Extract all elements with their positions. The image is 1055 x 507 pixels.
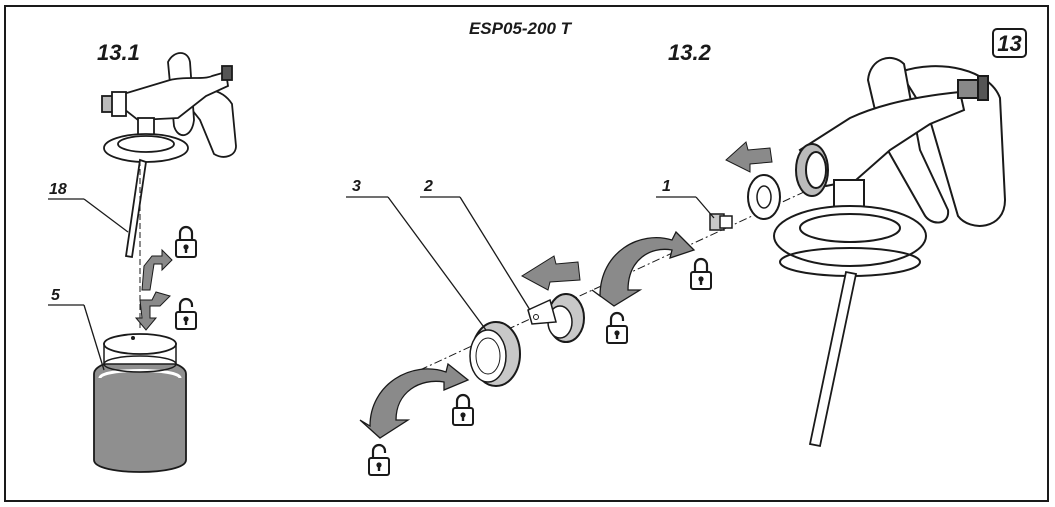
retaining-nut [469, 321, 521, 387]
figure-number: 13 [997, 31, 1021, 56]
callout-3: 3 [352, 178, 361, 195]
unlock-icon-nozzle [605, 311, 629, 345]
seal-ring [747, 174, 781, 220]
unlock-icon [174, 297, 198, 331]
diagram-title: ESP05-200 T [469, 19, 573, 38]
small-spray-gun [101, 52, 237, 163]
figure-number-badge: 13 [992, 28, 1027, 58]
turn-lock-arrow [141, 248, 173, 291]
unlock-icon-nut [367, 443, 391, 477]
callout-2: 2 [423, 178, 433, 195]
air-cap [527, 293, 585, 343]
lock-icon [174, 225, 198, 259]
suction-tube [124, 158, 148, 259]
remove-direction-arrow-mid [521, 255, 581, 291]
callout-1: 1 [662, 178, 671, 195]
twist-arrow-nut [359, 362, 470, 439]
lock-icon-nozzle [689, 257, 713, 291]
callout-18: 18 [49, 181, 67, 198]
twist-arrow-nozzle [591, 230, 696, 307]
lock-icon-nut [451, 393, 475, 427]
paint-container [93, 333, 187, 473]
large-suction-tube [808, 270, 858, 448]
subfigure-label-13-1: 13.1 [97, 40, 140, 65]
diagram-frame [4, 5, 1049, 502]
subfigure-label-13-2: 13.2 [668, 40, 712, 65]
callout-5: 5 [51, 287, 61, 304]
turn-unlock-arrow [134, 291, 171, 331]
remove-direction-arrow-top [725, 141, 773, 173]
large-spray-gun [773, 56, 1007, 277]
